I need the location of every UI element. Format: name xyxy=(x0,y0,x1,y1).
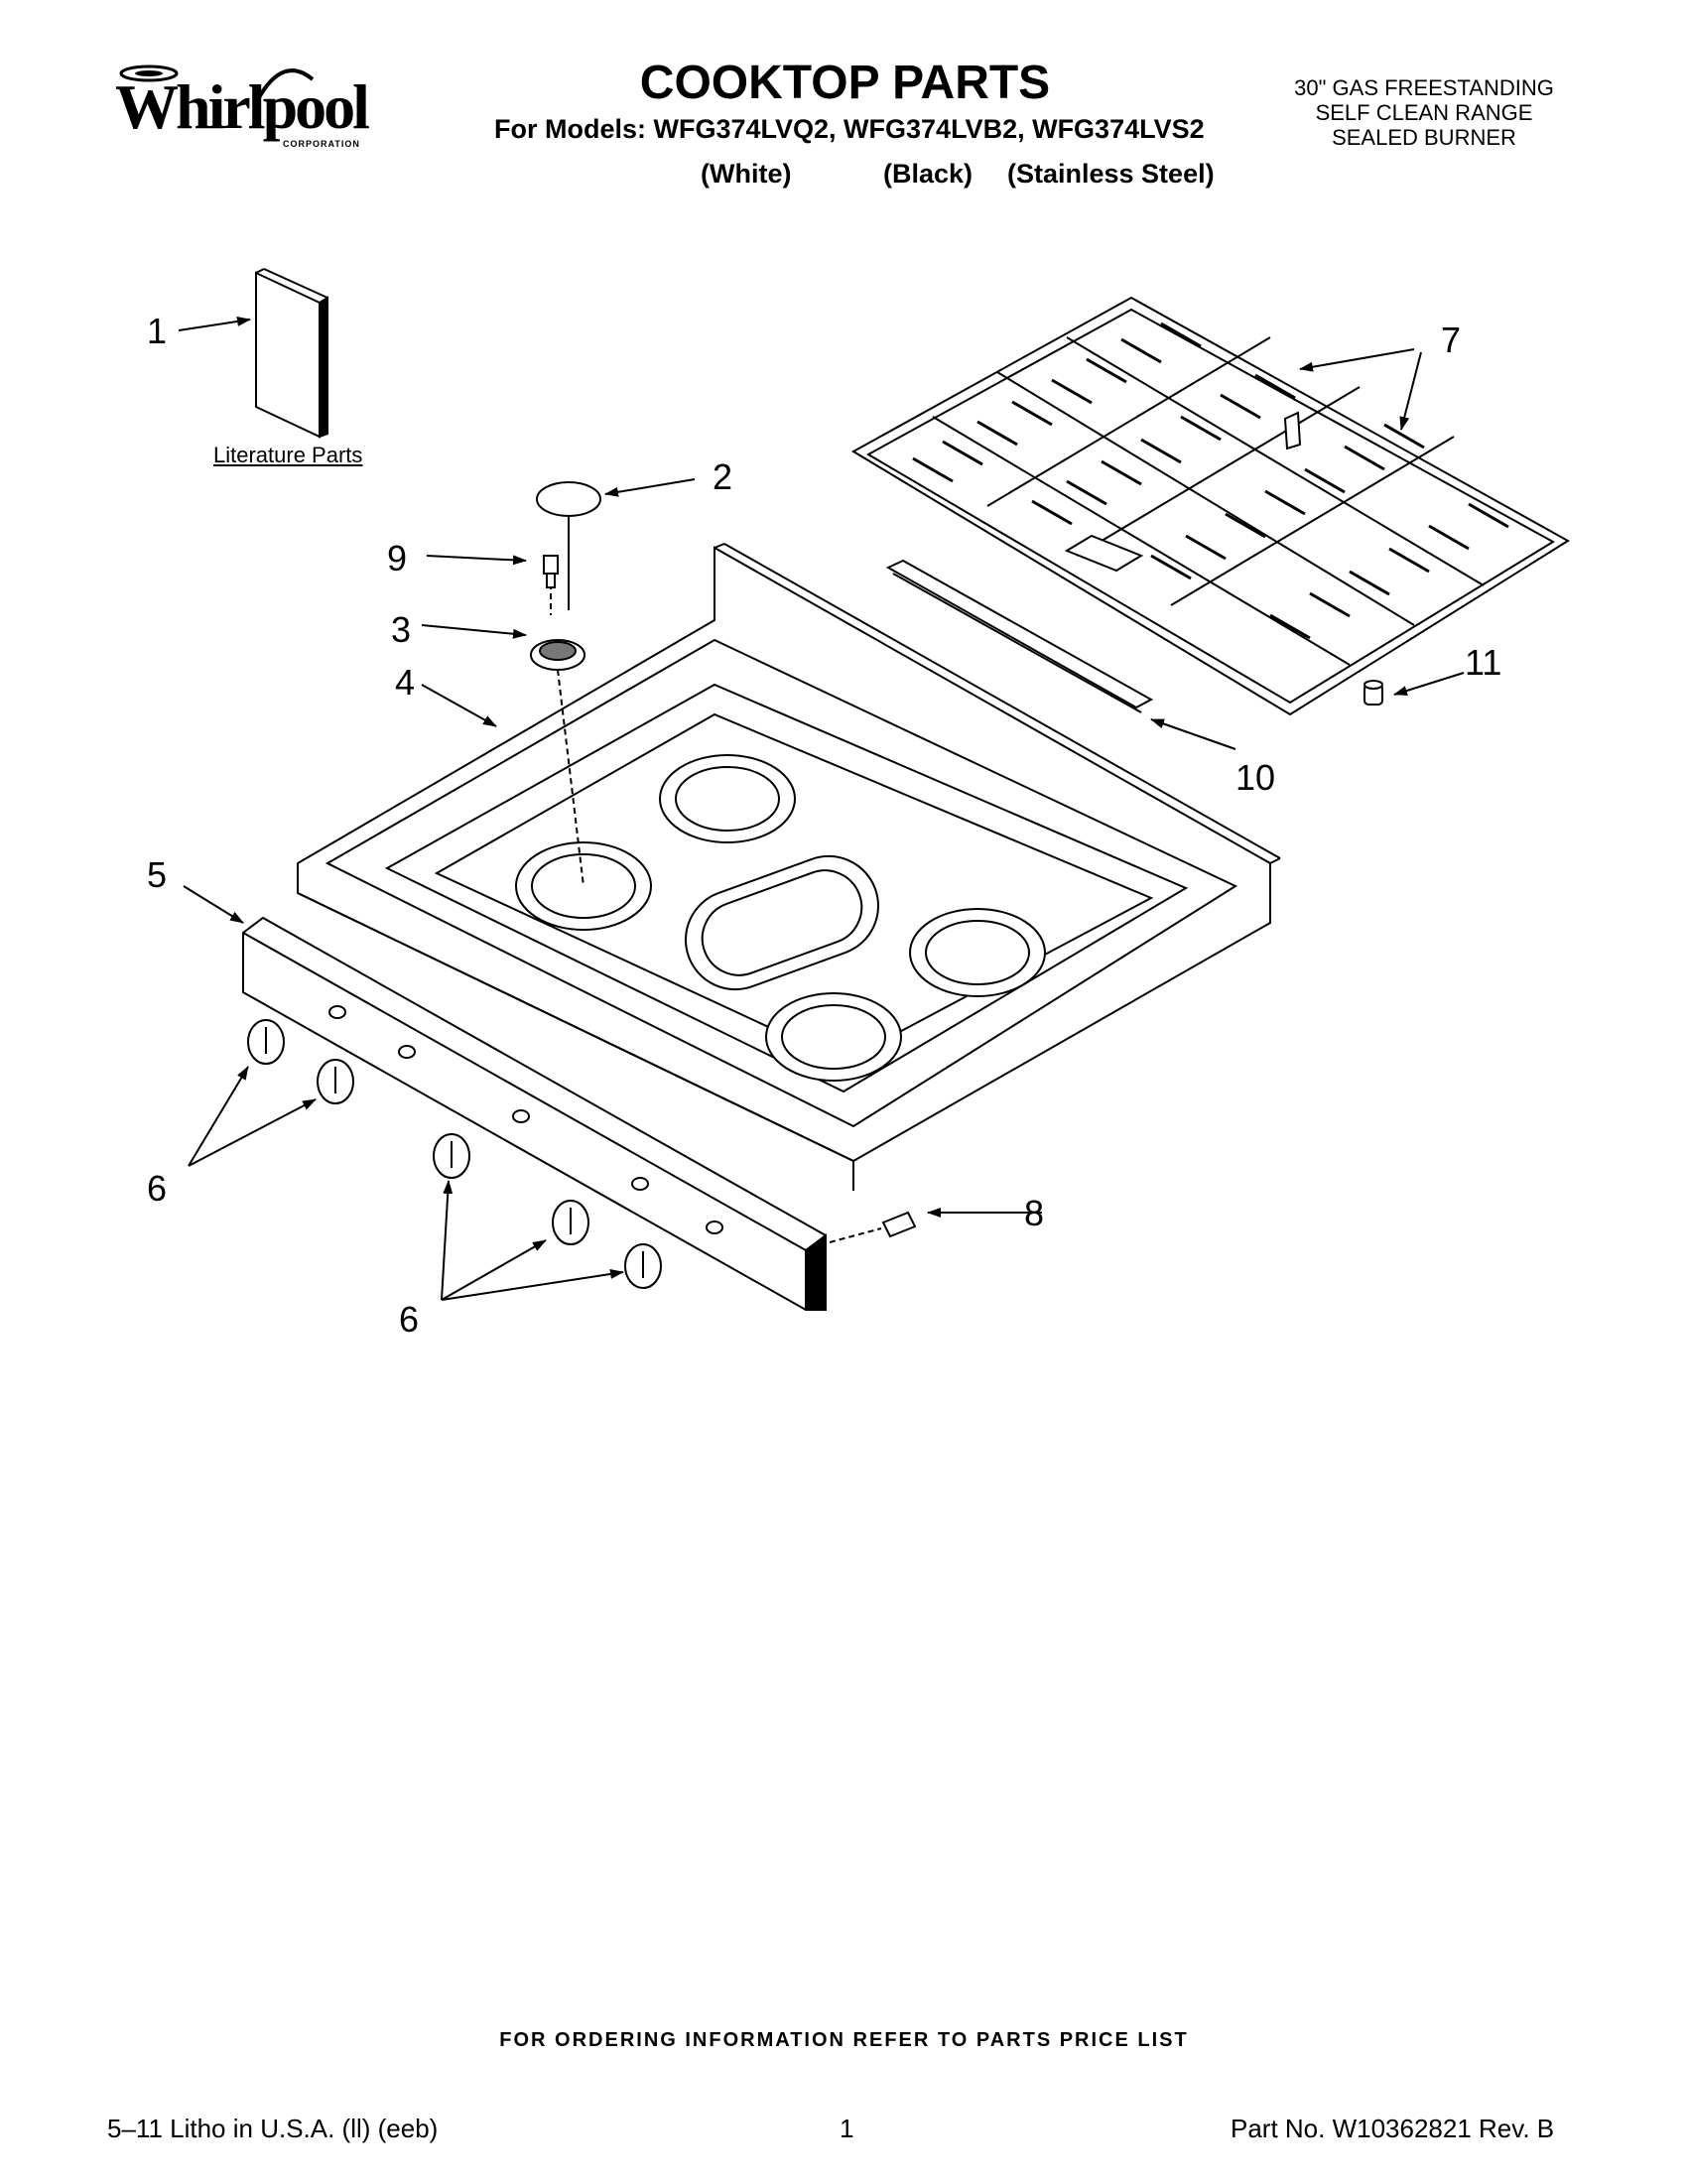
page-number: 1 xyxy=(840,2114,854,2143)
leader-arrows xyxy=(178,317,1465,1301)
models-line: For Models: WFG374LVQ2, WFG374LVB2, WFG3… xyxy=(494,114,1205,144)
callout-3: 3 xyxy=(391,609,412,650)
page-title-text: COOKTOP PARTS xyxy=(639,57,1051,109)
callout-11: 11 xyxy=(1465,642,1502,683)
cooktop-main xyxy=(297,543,1281,1191)
logo-swirl-icon xyxy=(119,64,315,100)
product-description: 30" GAS FREESTANDING SELF CLEAN RANGE SE… xyxy=(1245,75,1603,150)
description-line-1: 30" GAS FREESTANDING xyxy=(1294,75,1554,100)
callout-2: 2 xyxy=(713,456,733,497)
callout-4: 4 xyxy=(395,662,416,703)
color-label-black: (Black) xyxy=(883,159,974,189)
description-line-3: SEALED BURNER xyxy=(1332,125,1516,150)
callout-8: 8 xyxy=(1024,1193,1045,1233)
color-label-white: (White) xyxy=(701,159,792,189)
callout-6-left: 6 xyxy=(147,1168,168,1209)
burner-parts xyxy=(530,481,601,887)
callout-1: 1 xyxy=(147,311,168,351)
callout-10: 10 xyxy=(1235,757,1276,798)
callout-6-bottom: 6 xyxy=(399,1299,420,1340)
part-number: Part No. W10362821 Rev. B xyxy=(1231,2114,1555,2143)
page-title: COOKTOP PARTS xyxy=(0,56,1688,110)
callout-7: 7 xyxy=(1441,320,1462,360)
literature-booklet xyxy=(255,268,328,439)
color-labels-row: (White) (Black) (Stainless Steel) xyxy=(0,159,1688,194)
callout-9: 9 xyxy=(387,538,408,578)
trim-strip xyxy=(885,559,1154,713)
brand-logo: Whirlpool CORPORATION xyxy=(109,60,387,169)
panel-screw xyxy=(829,1211,917,1243)
color-label-stainless: (Stainless Steel) xyxy=(1007,159,1215,189)
litho-info: 5–11 Litho in U.S.A. (ll) (eeb) xyxy=(107,2114,439,2143)
logo-corporation-label: CORPORATION xyxy=(283,139,360,149)
callout-5: 5 xyxy=(147,854,168,895)
control-panel xyxy=(242,916,827,1311)
description-line-2: SELF CLEAN RANGE xyxy=(1315,100,1533,125)
control-knobs xyxy=(247,1019,662,1289)
ordering-info: FOR ORDERING INFORMATION REFER TO PARTS … xyxy=(499,2029,1189,2051)
logo-wordmark: Whirlpool xyxy=(115,71,370,142)
cooktop-grate xyxy=(851,296,1570,716)
grate-foot xyxy=(1363,680,1383,706)
literature-parts-label: Literature Parts xyxy=(213,443,363,467)
